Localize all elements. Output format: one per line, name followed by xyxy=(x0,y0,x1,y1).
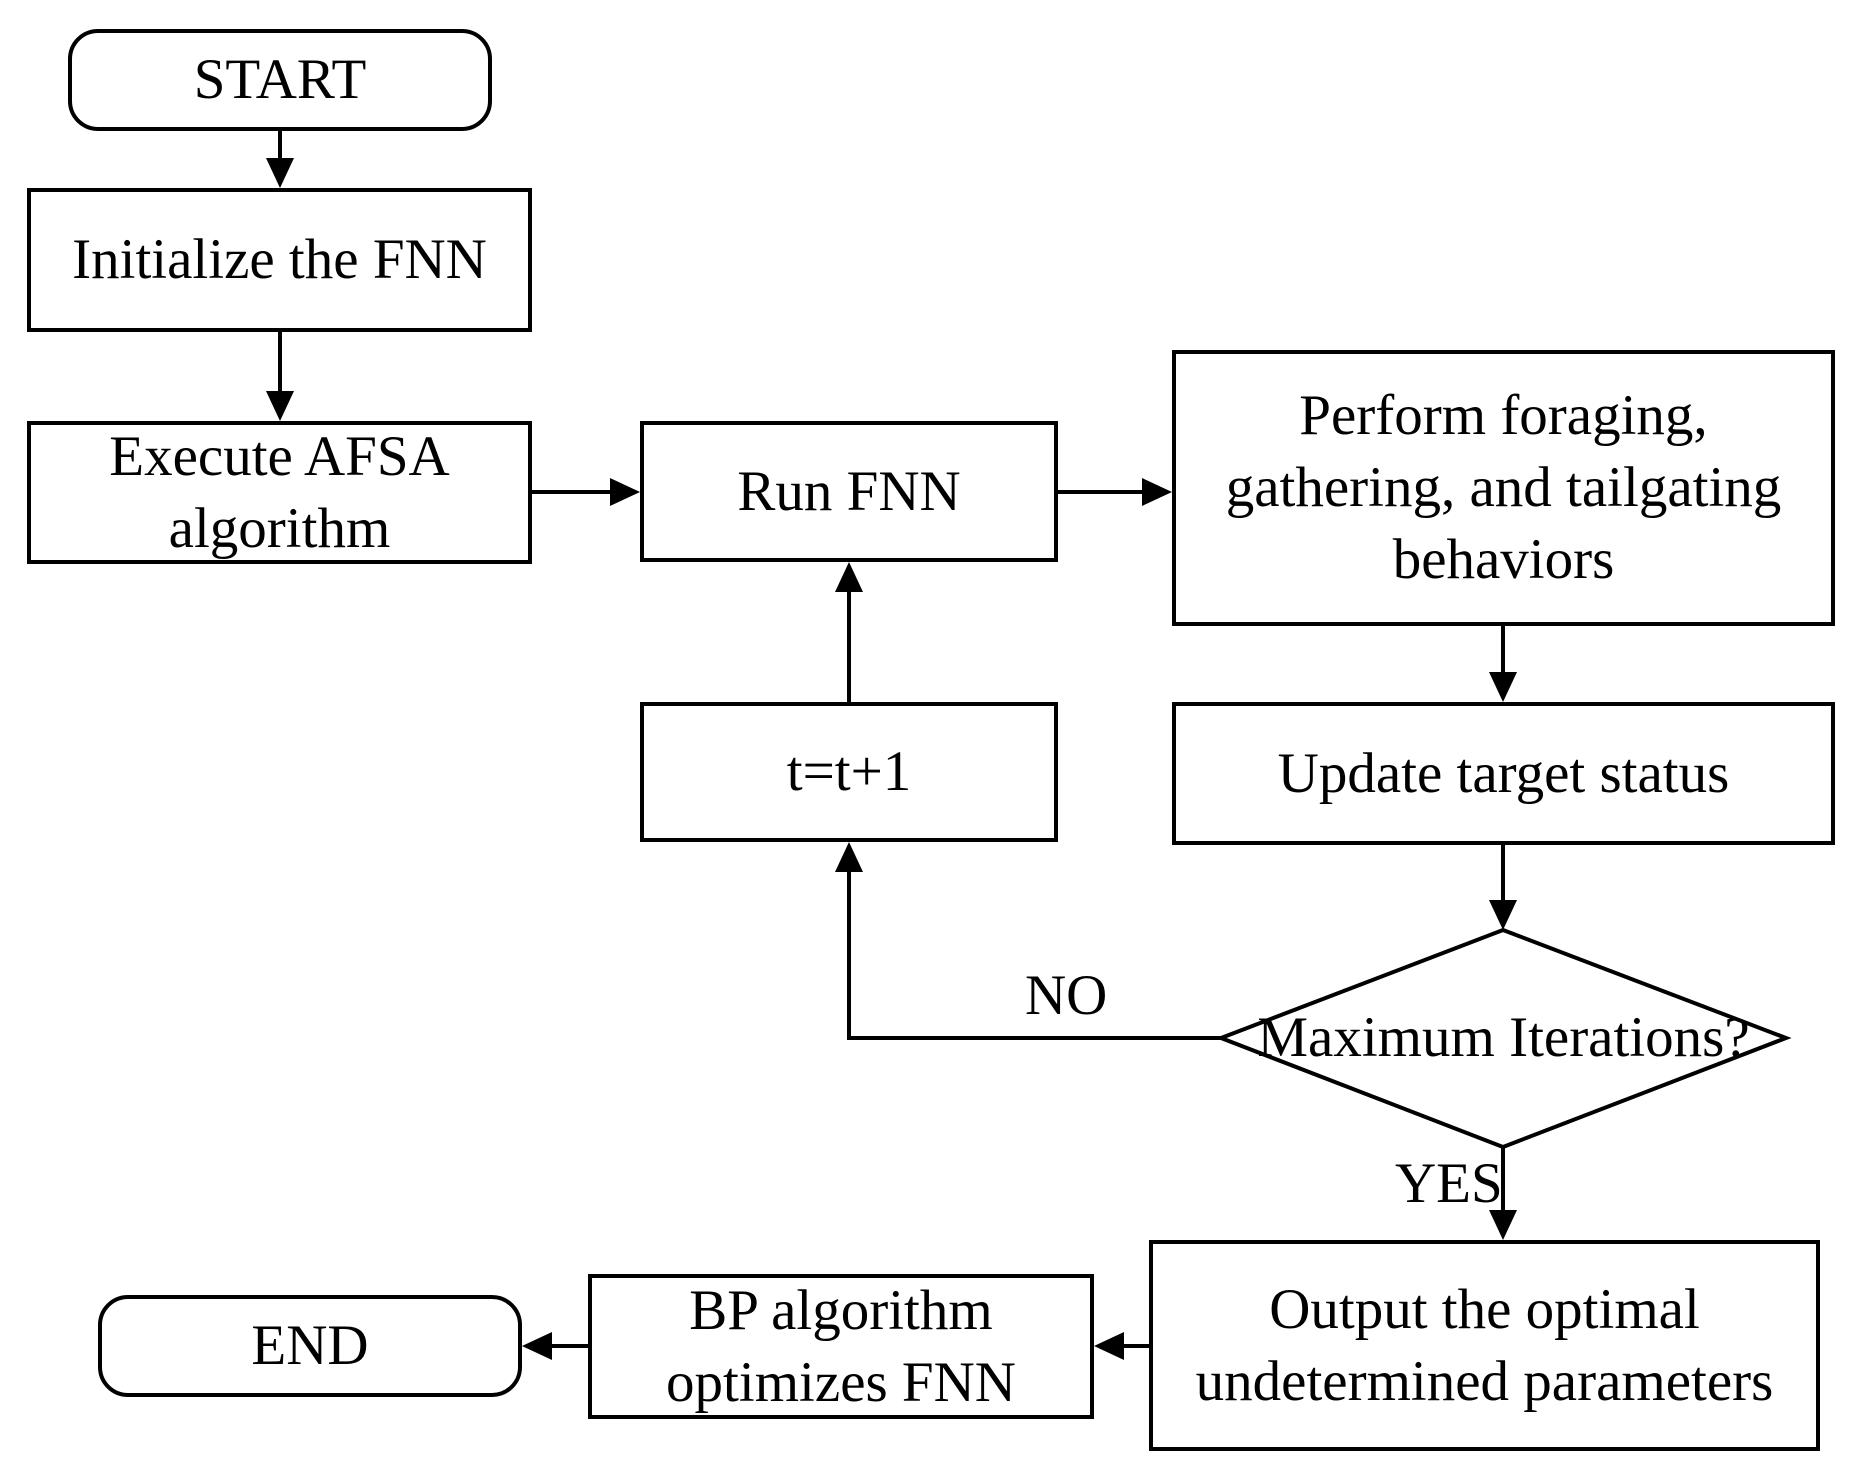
output-parameters-box: Output the optimal undetermined paramete… xyxy=(1149,1240,1820,1451)
arrowhead-perform xyxy=(1142,478,1172,506)
run-fnn-box: Run FNN xyxy=(640,421,1058,562)
decision-label: Maximum Iterations? xyxy=(1257,1006,1750,1069)
start-label: START xyxy=(193,48,367,111)
update-target-status-label: Update target status xyxy=(1277,741,1730,805)
perform-behaviors-label-line2: gathering, and tailgating xyxy=(1225,456,1782,519)
decision-diamond xyxy=(1215,927,1792,1150)
end-terminal: END xyxy=(98,1295,522,1397)
end-label: END xyxy=(251,1314,369,1377)
bp-algorithm-label-line2: optimizes FNN xyxy=(666,1350,1016,1414)
arrowhead-bp xyxy=(1094,1332,1124,1360)
update-target-status-box: Update target status xyxy=(1172,702,1835,845)
initialize-fnn-box: Initialize the FNN xyxy=(27,188,532,332)
bp-algorithm-box: BP algorithm optimizes FNN xyxy=(588,1274,1094,1419)
execute-afsa-label-line2: algorithm xyxy=(168,496,391,560)
increment-label: t=t+1 xyxy=(786,740,912,803)
arrowhead-afsa xyxy=(266,391,294,421)
perform-behaviors-box: Perform foraging, gathering, and tailgat… xyxy=(1172,350,1835,626)
no-label: NO xyxy=(1025,964,1108,1027)
perform-behaviors-label-line3: behaviors xyxy=(1392,528,1615,591)
run-fnn-label: Run FNN xyxy=(737,459,961,523)
initialize-fnn-label: Initialize the FNN xyxy=(72,228,487,291)
execute-afsa-box: Execute AFSA algorithm xyxy=(27,421,532,564)
increment-box: t=t+1 xyxy=(640,702,1058,842)
execute-afsa-label-line1: Execute AFSA xyxy=(109,424,450,488)
start-terminal: START xyxy=(68,29,492,131)
arrow-decision-no-to-increment xyxy=(847,870,1221,1040)
arrowhead-increment xyxy=(835,842,863,872)
yes-label: YES xyxy=(1395,1152,1503,1215)
output-parameters-label-line2: undetermined parameters xyxy=(1195,1349,1774,1413)
arrowhead-update xyxy=(1489,672,1517,702)
perform-behaviors-label-line1: Perform foraging, xyxy=(1299,384,1708,447)
arrowhead-init xyxy=(266,158,294,188)
arrowhead-end xyxy=(522,1332,552,1360)
arrowhead-run xyxy=(610,478,640,506)
arrowhead-output xyxy=(1489,1210,1517,1240)
bp-algorithm-label-line1: BP algorithm xyxy=(689,1278,993,1342)
output-parameters-label-line1: Output the optimal xyxy=(1269,1277,1700,1341)
arrowhead-decision xyxy=(1489,900,1517,930)
arrowhead-run-up xyxy=(835,562,863,592)
